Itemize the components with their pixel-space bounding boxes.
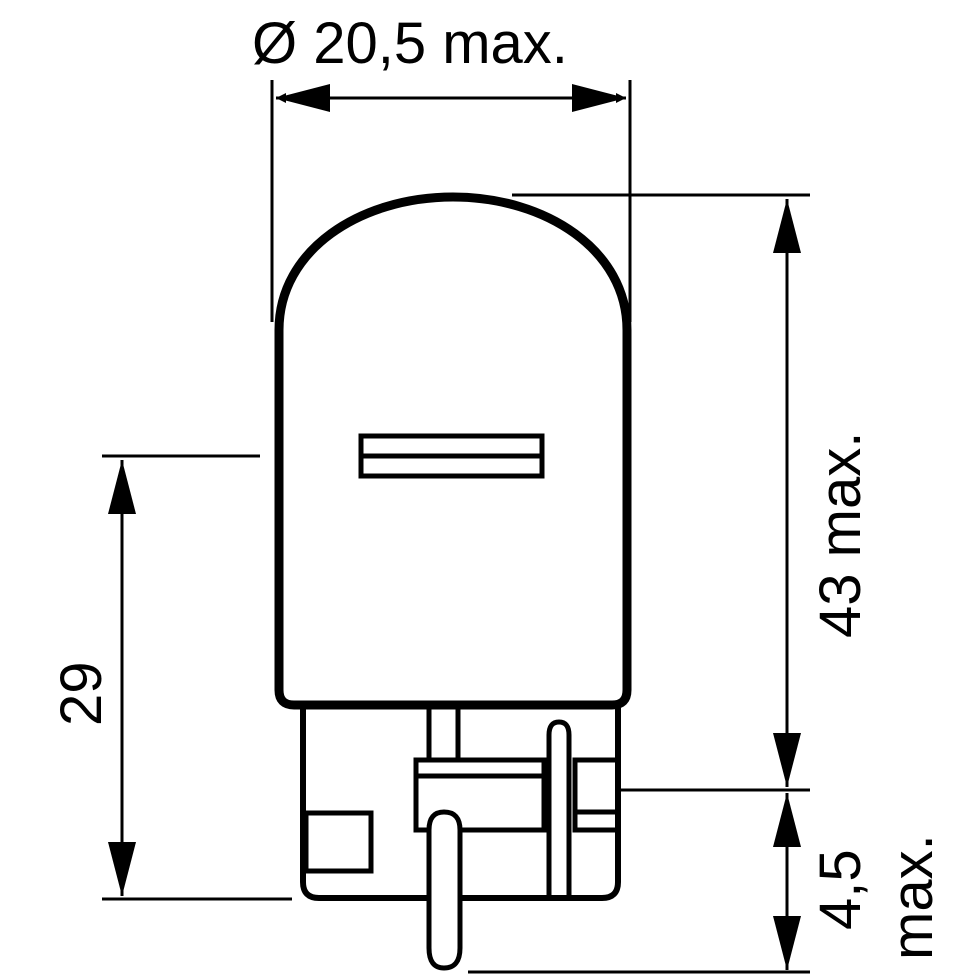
overall-height-label: 43 max. (808, 432, 873, 638)
arrow-up-icon (108, 460, 136, 514)
arrow-left-icon (276, 84, 330, 112)
base-height-suffix: max. (880, 834, 945, 960)
diameter-dimension (270, 80, 632, 322)
filament-icon (358, 433, 545, 479)
arrow-down-icon (108, 842, 136, 896)
diameter-label: Ø 20,5 max. (252, 11, 568, 76)
base-height-dimension (468, 793, 810, 974)
arrow-down-icon (773, 916, 801, 970)
arrow-up-icon (773, 793, 801, 847)
base-height-value: 4,5 (808, 849, 873, 930)
arrow-down-icon (773, 733, 801, 787)
light-center-dimension (102, 454, 292, 901)
bulb-glass-envelope (274, 192, 632, 710)
arrow-right-icon (572, 84, 626, 112)
arrow-up-icon (773, 199, 801, 253)
light-center-label: 29 (49, 661, 114, 726)
wedge-base (300, 705, 621, 971)
overall-height-dimension (512, 193, 810, 792)
